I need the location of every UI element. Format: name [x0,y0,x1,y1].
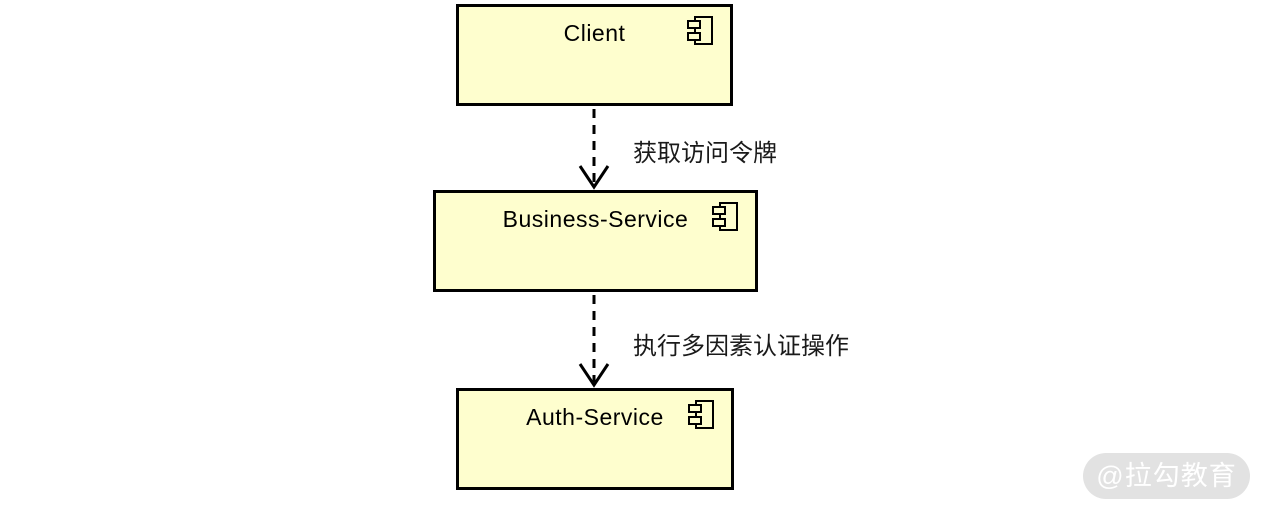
component-icon-tab [687,20,701,29]
component-node-auth-service: Auth-Service [456,388,734,490]
component-icon-tab [688,416,702,425]
uml-component-icon [687,16,717,50]
component-icon-tab [712,218,726,227]
component-title-auth-service: Auth-Service [526,404,664,430]
component-icon-tab [712,206,726,215]
edge-label-perform-mfa: 执行多因素认证操作 [633,334,849,360]
dependency-arrow-business-to-auth [578,295,610,388]
watermark-badge: @拉勾教育 [1083,453,1250,499]
uml-component-icon [712,202,742,236]
component-node-client: Client [456,4,733,106]
uml-component-icon [688,400,718,434]
dependency-arrow-client-to-business [578,109,610,190]
component-icon-tab [687,32,701,41]
component-title-business-service: Business-Service [502,206,689,232]
component-icon-tab [688,404,702,413]
component-title-client: Client [563,20,626,46]
edge-label-get-access-token: 获取访问令牌 [633,141,777,167]
component-node-business-service: Business-Service [433,190,758,292]
